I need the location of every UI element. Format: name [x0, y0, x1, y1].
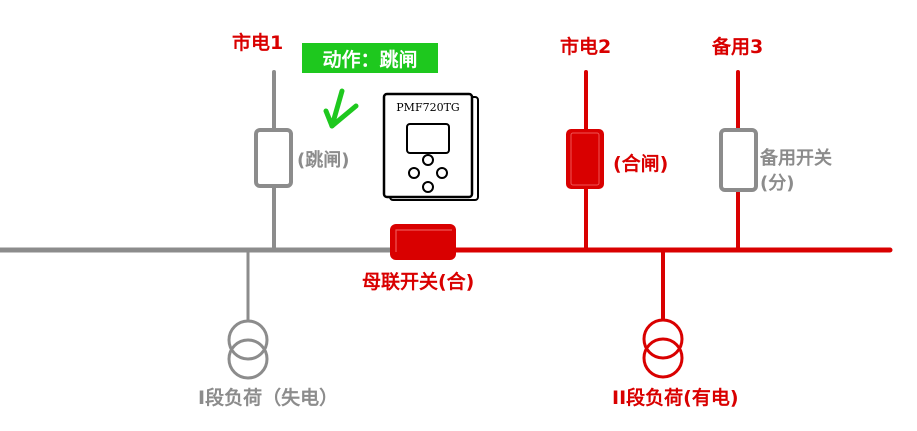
breaker-mains1[interactable] [254, 128, 293, 188]
load-label-2: II段负荷(有电) [612, 387, 739, 409]
bus-tie-label: 母联开关(合) [362, 271, 475, 293]
controller-screen [406, 123, 450, 154]
transformer-load1-top [227, 319, 269, 361]
check-arrow-icon [323, 88, 359, 129]
controller-model-label: PMF720TG [396, 101, 459, 114]
breaker-mains2[interactable] [566, 129, 604, 189]
breaker-mains2-highlight [570, 132, 600, 186]
action-badge: 动作：跳闸 [302, 43, 438, 73]
controller-button-down [422, 181, 434, 193]
source-label-mains2: 市电2 [560, 36, 612, 58]
breaker-state-backup3-line1: 备用开关 [760, 148, 832, 169]
transformer-load2-bottom [642, 337, 684, 379]
load-label-1: I段负荷（失电） [198, 387, 339, 409]
bus-tie-highlight [395, 229, 452, 252]
breaker-state-backup3-line2: (分) [760, 173, 795, 194]
controller-button-right [436, 167, 448, 179]
controller-button-up [422, 154, 434, 166]
breaker-state-mains1: (跳闸) [297, 150, 350, 171]
source-label-mains1: 市电1 [232, 32, 284, 54]
controller-button-left [408, 167, 420, 179]
breaker-state-mains2: (合闸) [613, 153, 669, 175]
breaker-bus-tie[interactable] [390, 224, 456, 260]
controller-device-icon[interactable]: PMF720TG [382, 92, 479, 201]
source-label-backup3: 备用3 [712, 36, 764, 58]
transformer-load1-bottom [227, 338, 269, 380]
transformer-load2-top [642, 318, 684, 360]
breaker-backup3[interactable] [719, 128, 758, 192]
